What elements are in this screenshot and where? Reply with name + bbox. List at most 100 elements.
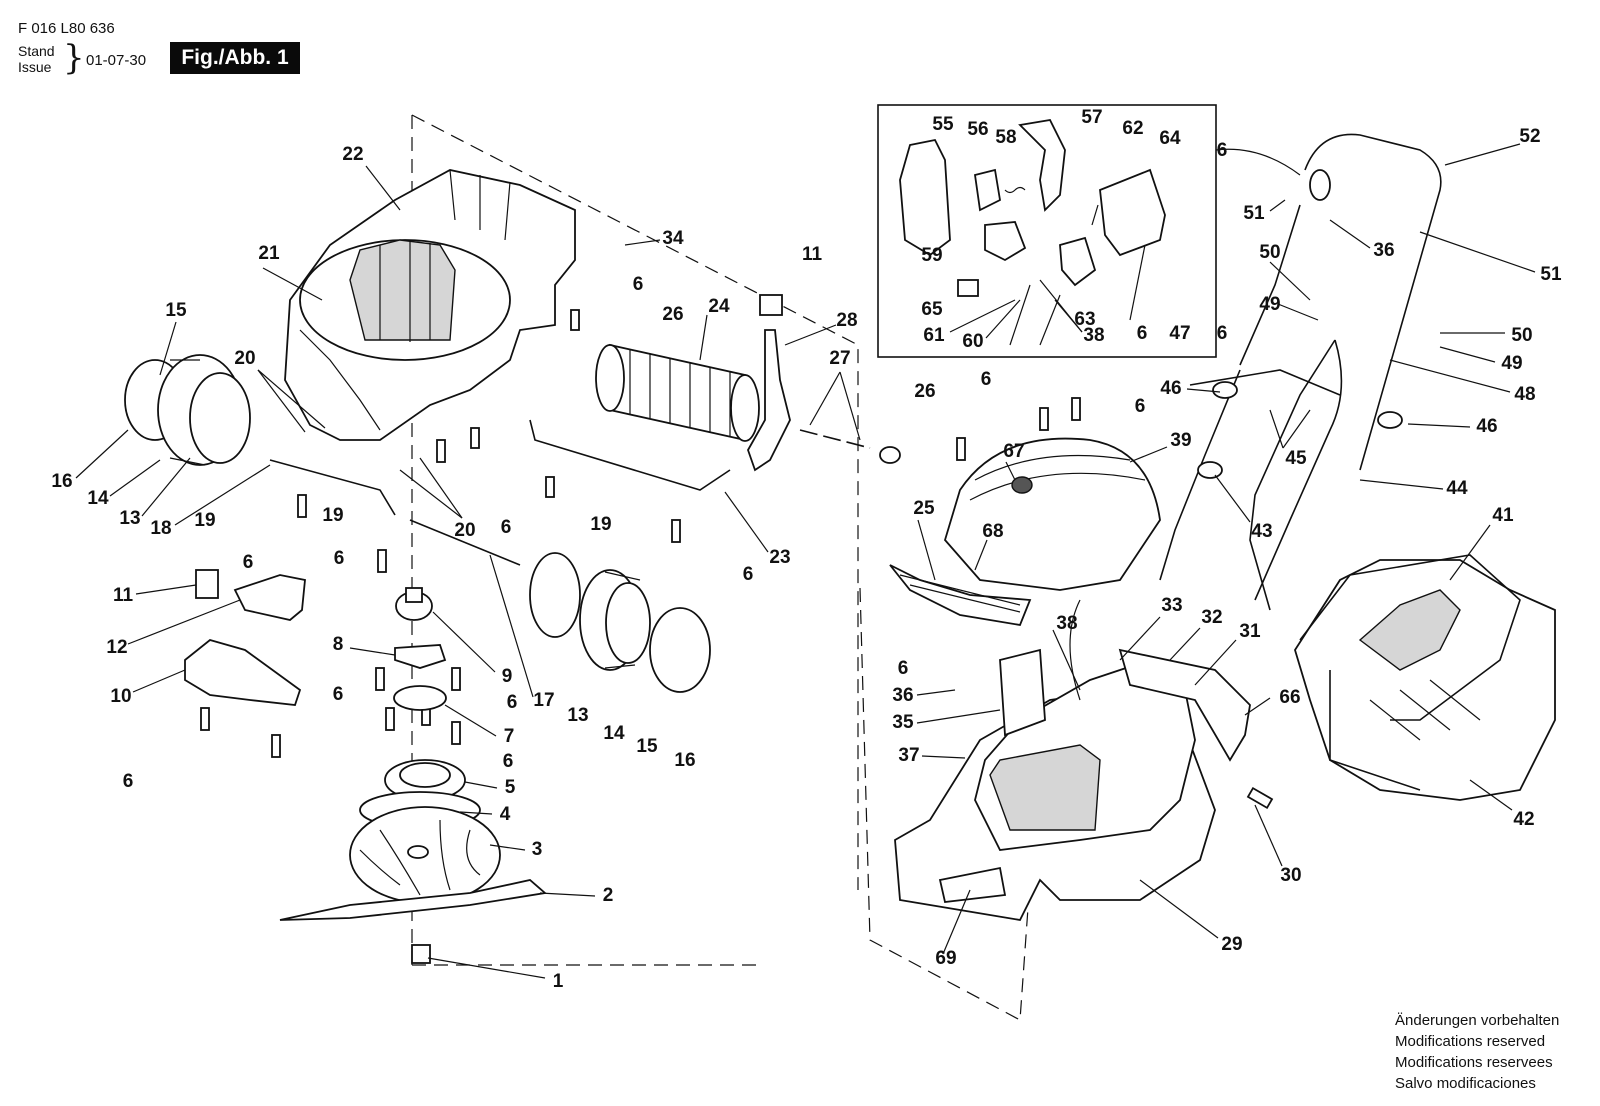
part-label-12: 12: [106, 637, 127, 658]
roller: [595, 343, 760, 442]
part-label-50a: 50: [1259, 242, 1280, 263]
part-label-29: 29: [1221, 934, 1242, 955]
part-label-43: 43: [1251, 521, 1272, 542]
part-label-68: 68: [982, 521, 1003, 542]
notice-de: Änderungen vorbehalten: [1395, 1012, 1560, 1029]
part-label-6g: 6: [507, 692, 518, 713]
part-label-42: 42: [1513, 809, 1534, 830]
part-label-32: 32: [1201, 607, 1222, 628]
part-label-15b: 15: [636, 736, 658, 757]
part-label-6o: 6: [1217, 323, 1228, 344]
part-label-31: 31: [1239, 621, 1261, 642]
part-labels: 1 2 3 4 5 6 6 6 6 6 6 6 6 6 6 6 6 6 6 6 …: [51, 107, 1562, 992]
cable: [1215, 148, 1301, 176]
part-label-69: 69: [935, 948, 956, 969]
switch-detail-inset: [877, 104, 1217, 358]
height-lever: [747, 294, 901, 472]
part-label-6h: 6: [503, 751, 514, 772]
part-label-19b: 19: [322, 505, 343, 526]
part-label-16b: 16: [674, 750, 695, 771]
part-label-22: 22: [342, 144, 363, 165]
part-label-6m: 6: [1217, 140, 1228, 161]
document-header: F 016 L80 636 Stand Issue } 01-07-30 Fig…: [0, 0, 400, 90]
part-label-26a: 26: [662, 304, 683, 325]
stand-label: Stand: [18, 43, 55, 59]
part-label-28: 28: [836, 310, 857, 331]
part-label-20a: 20: [234, 348, 255, 369]
part-label-6k: 6: [1135, 396, 1146, 417]
part-label-45: 45: [1285, 448, 1307, 469]
part-label-14a: 14: [87, 488, 109, 509]
part-label-65: 65: [921, 299, 943, 320]
part-label-13a: 13: [119, 508, 140, 529]
part-label-47: 47: [1169, 323, 1190, 344]
part-label-61: 61: [923, 325, 945, 346]
part-label-18: 18: [150, 518, 171, 539]
part-label-13b: 13: [567, 705, 588, 726]
motor-housing: [284, 169, 576, 441]
part-label-36b: 36: [1373, 240, 1394, 261]
hood-cover: [889, 437, 1161, 627]
part-label-36a: 36: [892, 685, 913, 706]
part-label-62: 62: [1122, 118, 1143, 139]
part-label-11a: 11: [113, 585, 134, 606]
part-label-6j: 6: [981, 369, 992, 390]
part-label-6l: 6: [898, 658, 909, 679]
part-label-66: 66: [1279, 687, 1300, 708]
part-label-50b: 50: [1511, 325, 1532, 346]
part-label-48: 48: [1514, 384, 1535, 405]
part-label-34: 34: [662, 228, 684, 249]
part-label-7: 7: [504, 726, 515, 747]
part-label-6d: 6: [633, 274, 644, 295]
brace-icon: }: [63, 38, 85, 78]
part-label-6a: 6: [243, 552, 254, 573]
issue-date: 01-07-30: [86, 52, 147, 69]
part-label-67: 67: [1003, 441, 1024, 462]
part-label-8: 8: [333, 634, 344, 655]
part-label-23: 23: [769, 547, 790, 568]
part-label-17: 17: [533, 690, 554, 711]
part-label-19a: 19: [194, 510, 215, 531]
part-label-11b: 11: [802, 244, 823, 265]
part-label-44: 44: [1446, 478, 1468, 499]
part-label-46b: 46: [1476, 416, 1497, 437]
part-label-9: 9: [502, 666, 513, 687]
part-label-57: 57: [1081, 107, 1102, 128]
part-label-3: 3: [532, 839, 543, 860]
dashed-frame-top: [411, 114, 859, 890]
part-label-63: 63: [1074, 309, 1095, 330]
part-label-5: 5: [505, 777, 516, 798]
part-label-20b: 20: [454, 520, 475, 541]
part-label-51b: 51: [1540, 264, 1562, 285]
notice-en: Modifications reserved: [1395, 1033, 1546, 1050]
part-label-38b: 38: [1056, 613, 1077, 634]
part-label-6f: 6: [333, 684, 344, 705]
part-label-26b: 26: [914, 381, 935, 402]
screws-group: [200, 309, 1274, 810]
part-label-64: 64: [1159, 128, 1181, 149]
part-label-10: 10: [110, 686, 131, 707]
part-label-58: 58: [995, 127, 1016, 148]
handle-assembly: [1159, 133, 1442, 611]
part-label-37: 37: [898, 745, 919, 766]
part-label-49b: 49: [1501, 353, 1522, 374]
part-label-6b: 6: [334, 548, 345, 569]
part-label-51a: 51: [1243, 203, 1265, 224]
grass-deflector-parts: [184, 569, 306, 706]
part-label-27: 27: [829, 348, 850, 369]
part-label-33: 33: [1161, 595, 1182, 616]
document-number: F 016 L80 636: [18, 20, 115, 37]
stand-issue-label: Stand Issue: [18, 43, 55, 75]
part-label-52: 52: [1519, 126, 1540, 147]
axles: [269, 419, 871, 566]
notice-es: Salvo modificaciones: [1395, 1075, 1536, 1092]
issue-label: Issue: [18, 59, 52, 75]
part-label-39: 39: [1170, 430, 1191, 451]
part-label-49a: 49: [1259, 294, 1280, 315]
part-label-56: 56: [967, 119, 988, 140]
blade-assembly: [279, 587, 548, 964]
left-wheel-assembly: [124, 354, 251, 466]
part-label-6i: 6: [123, 771, 134, 792]
notice-fr: Modifications reservees: [1395, 1054, 1553, 1071]
part-label-35: 35: [892, 712, 914, 733]
